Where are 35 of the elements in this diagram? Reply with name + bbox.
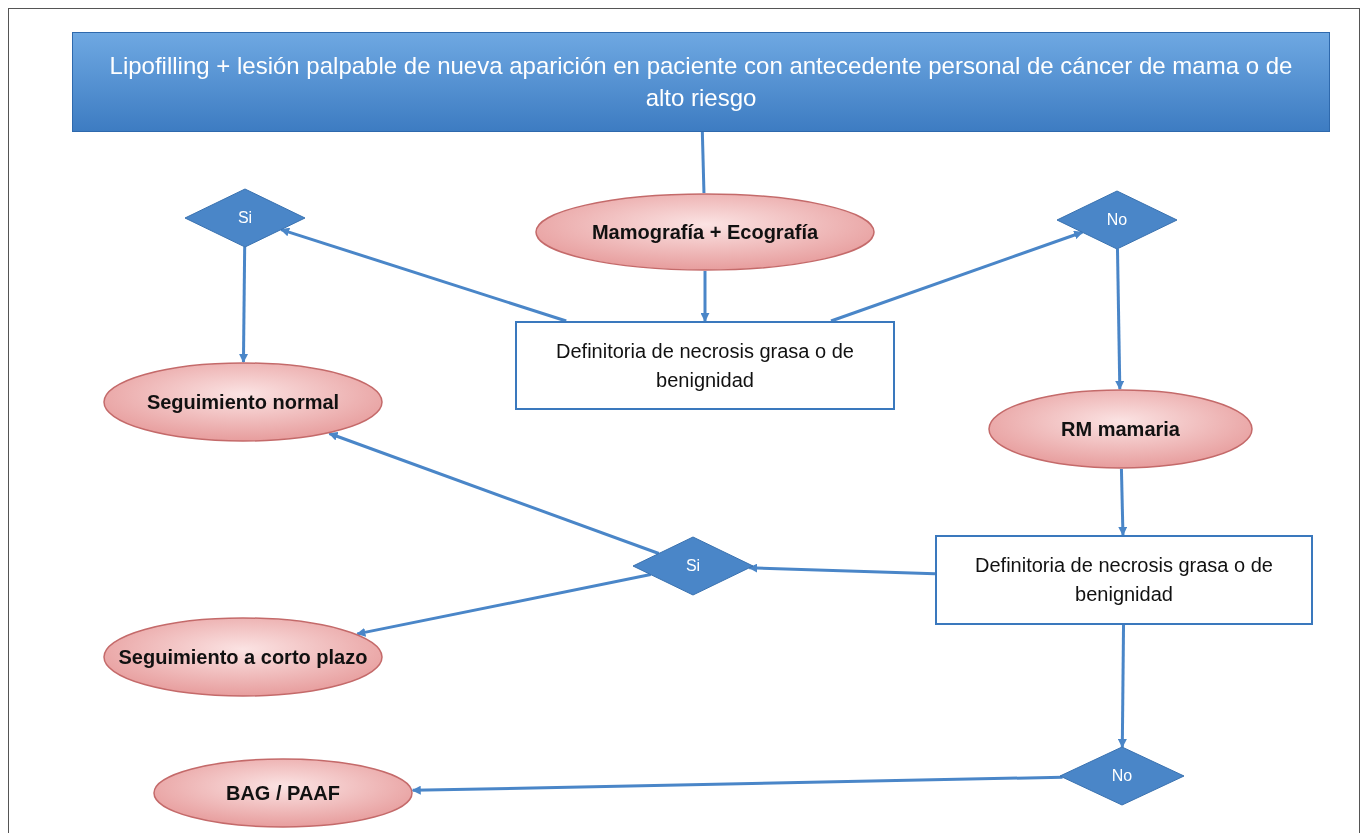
arrow [1117,625,1127,749]
result-ellipse [103,362,383,442]
decision-diamond [1060,747,1184,805]
process-box [515,321,895,410]
decision-diamond [633,537,753,595]
result-ellipse [103,617,383,697]
decision-diamond [185,189,305,247]
arrow [356,573,651,637]
decision-label: Si [237,209,253,227]
result-label: BAG / PAAF [225,781,341,806]
process-label: Definitoria de necrosis grasa o de benignidad [974,553,1274,607]
arrow [1118,468,1128,536]
result-ellipse [153,758,413,828]
process-label: Definitoria de necrosis grasa o de benignidad [555,338,855,393]
decision-label: No [1106,211,1128,229]
arrow [1115,248,1125,390]
arrow [239,246,248,363]
result-label: Seguimiento a corto plazo [118,645,368,670]
arrow [700,271,710,322]
result-label: RM mamaria [1061,417,1180,442]
decision-label: No [1111,767,1133,785]
arrow [328,432,660,555]
title-box [72,32,1330,132]
result-label: Seguimiento normal [146,390,340,415]
result-ellipse [988,389,1253,469]
result-label: Mamografía + Ecografía [591,220,819,245]
process-box [935,535,1313,625]
decision-label: Si [685,557,701,575]
title-text: Lipofilling + lesión palpable de nueva aparición en paciente con antecedente personal de cáncer de mama o de alto riesgo [108,50,1294,113]
decision-diamond [1057,191,1177,249]
arrow [280,227,567,323]
arrow [830,230,1084,323]
arrow [748,563,936,576]
arrow [411,775,1063,795]
result-ellipse [535,193,875,271]
